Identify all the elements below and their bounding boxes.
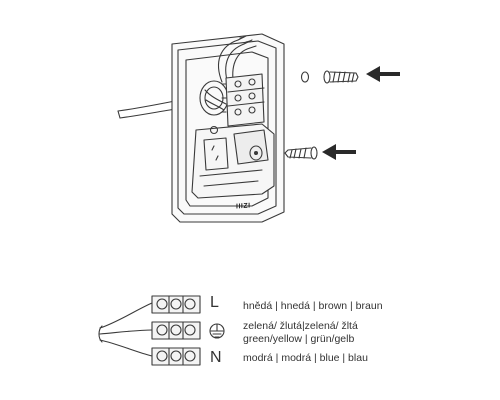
ground-symbol-icon [209, 323, 225, 339]
wire-colors-pe-line2: green/yellow | grün/gelb [243, 333, 355, 345]
upper-screw-assembly [300, 66, 400, 84]
terminal-block-l [151, 295, 201, 314]
wire-colors-pe-line1: zelená/ žlutá|zelená/ žltá [243, 320, 358, 332]
screw-icon [323, 70, 359, 84]
wire-bundle [98, 302, 153, 357]
washer-icon [300, 71, 310, 83]
terminal-block-pe [151, 321, 201, 340]
wire-colors-l: hnědá | hnedá | brown | braun [243, 300, 383, 312]
wiring-scheme [98, 295, 225, 366]
lower-screw-assembly [284, 144, 356, 160]
arrow-left-icon [322, 144, 356, 160]
screw-icon [284, 146, 318, 160]
arrow-left-icon [366, 66, 400, 82]
terminal-letter-n: N [210, 349, 222, 366]
terminal-letter-l: L [210, 294, 219, 311]
terminal-block-n [151, 347, 201, 366]
socket-housing [191, 123, 275, 199]
wall-terminal-block [221, 73, 265, 127]
housing-marking: IIIZI [236, 202, 251, 211]
wire-colors-n: modrá | modrá | blue | blau [243, 352, 368, 364]
